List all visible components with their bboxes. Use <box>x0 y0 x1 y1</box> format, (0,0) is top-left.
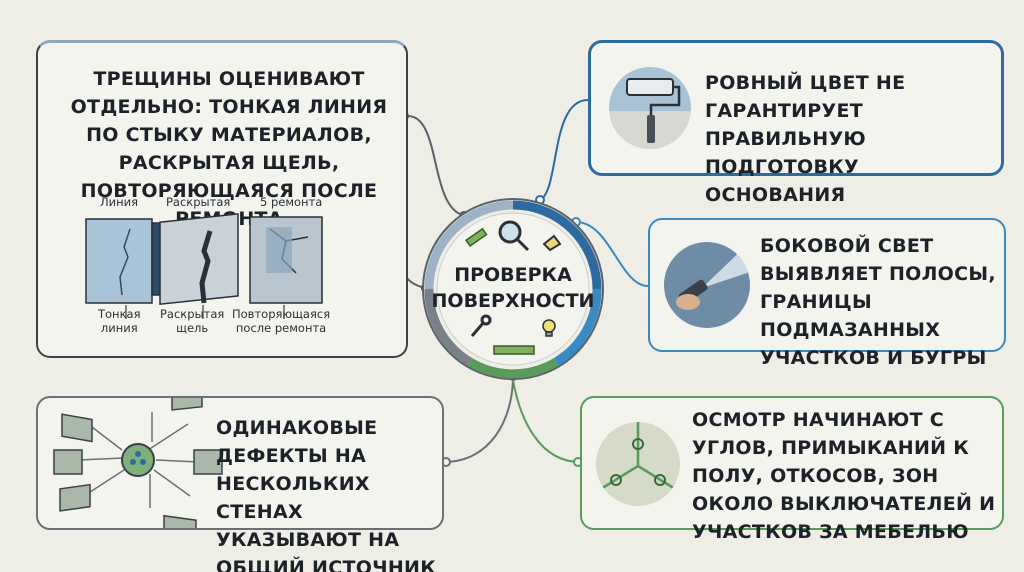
level-tool-icon <box>465 227 488 248</box>
card-color: Ровный цвет не гарантирует правильную по… <box>588 40 1004 206</box>
card-light: Боковой свет выявляет полосы, границы по… <box>648 218 1006 369</box>
card-color-title: Ровный цвет не гарантирует правильную по… <box>705 72 906 206</box>
connector-cracks-top <box>407 115 461 215</box>
crack-panels-illustration <box>85 213 323 319</box>
center-title: Проверка поверхности <box>431 264 595 312</box>
flashlight-icon <box>664 242 750 328</box>
crack-label-top-1: Линия <box>100 195 139 209</box>
water-source-icon <box>121 443 155 477</box>
connector-defects <box>443 375 514 463</box>
card-light-title: Боковой свет выявляет полосы, границы по… <box>760 235 996 369</box>
room-corner-icon <box>596 422 680 506</box>
bulb-icon <box>542 319 556 337</box>
card-inspection-title: Осмотр начинают с углов, примыканий к по… <box>692 409 996 543</box>
connector-color <box>539 99 589 201</box>
card-defects: Одинаковые дефекты на нескольких стенах … <box>36 396 444 572</box>
paint-roller-icon <box>609 67 691 149</box>
crack-label-top-3: 5 ремонта <box>260 195 323 209</box>
connector-inspection <box>512 376 581 463</box>
card-defects-title: Одинаковые дефекты на нескольких стенах … <box>216 417 437 572</box>
card-inspection: Осмотр начинают с углов, примыканий к по… <box>580 396 1004 543</box>
magnifier-icon <box>498 220 530 252</box>
common-source-illustration <box>53 398 223 528</box>
lamp-icon <box>542 234 562 252</box>
crack-label-top-2: Раскрытая <box>166 195 231 209</box>
card-cracks: Трещины оценивают отдельно: тонкая линия… <box>36 40 408 358</box>
spirit-level-icon <box>493 345 535 355</box>
connector-light <box>575 221 649 287</box>
wrench-icon <box>470 314 492 337</box>
